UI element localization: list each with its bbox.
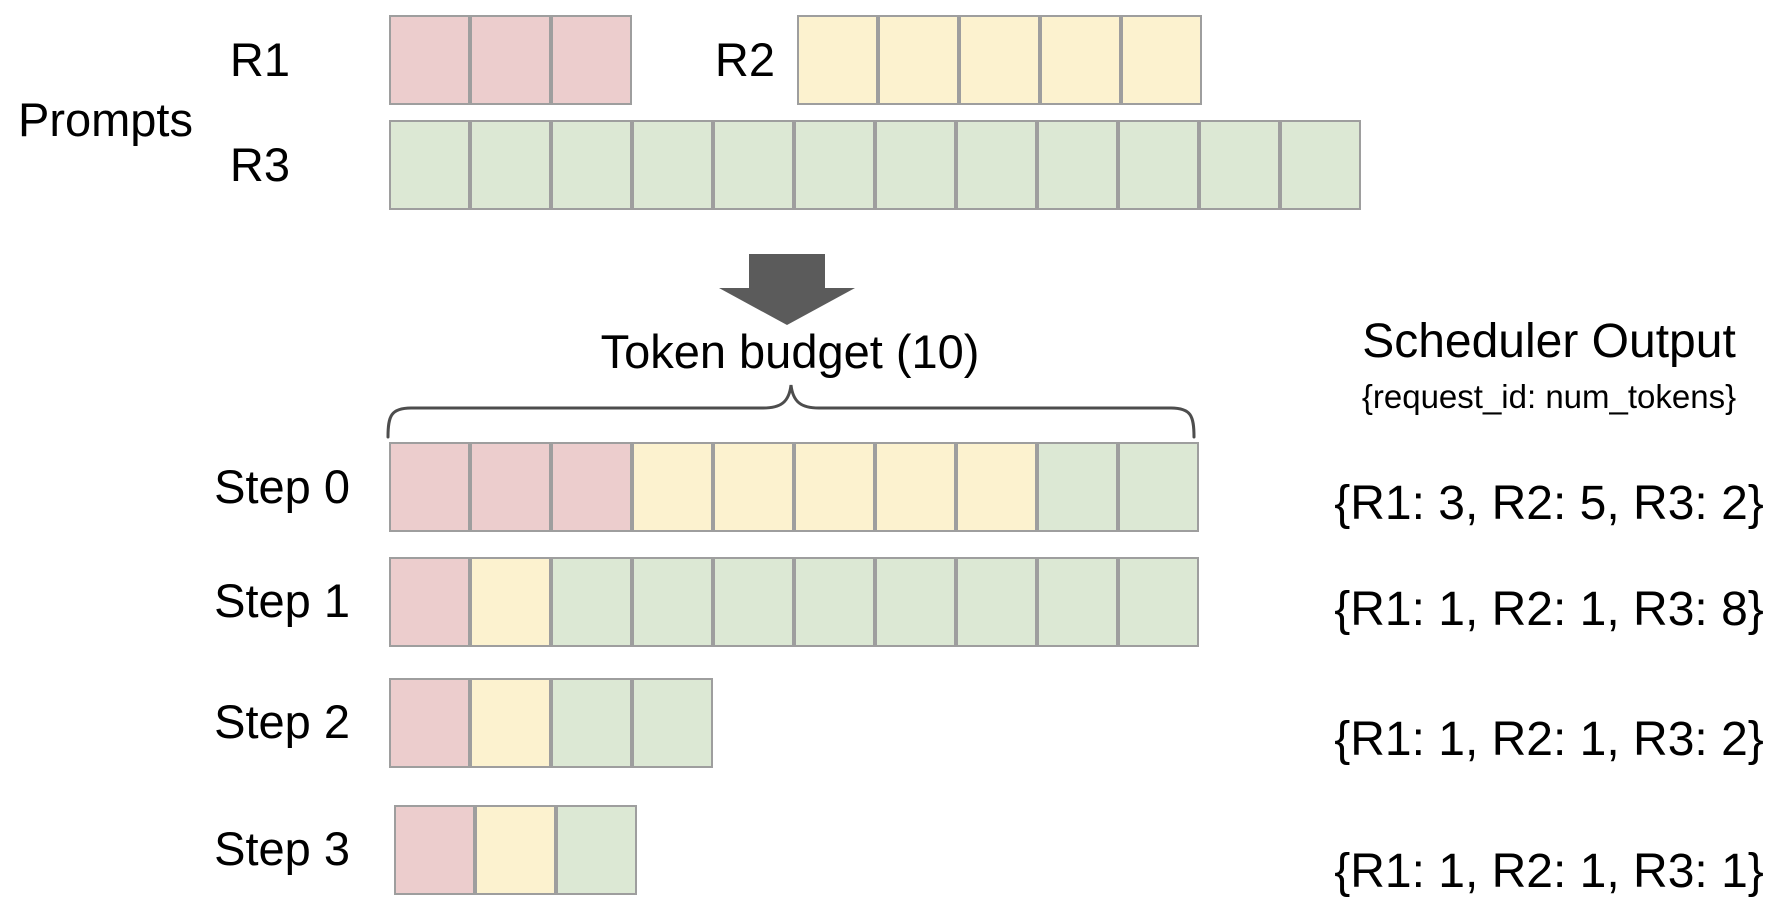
step-row-3 [394,805,637,895]
token-cell-r3 [875,557,956,647]
token-cell-r3 [1280,120,1361,210]
token-cell-r3 [632,678,713,768]
token-cell-r3 [794,557,875,647]
token-cell-r2 [797,15,878,105]
step-label-0: Step 0 [214,460,350,513]
prompt-row-r2 [797,15,1202,105]
token-cell-r3 [632,120,713,210]
token-cell-r3 [794,120,875,210]
token-cell-r3 [1199,120,1280,210]
token-cell-r3 [389,120,470,210]
step-label-1: Step 1 [214,574,350,627]
token-cell-r3 [632,557,713,647]
token-cell-r2 [794,442,875,532]
token-cell-r3 [556,805,637,895]
scheduler-output-step-2: {R1: 1, R2: 1, R3: 2} [1334,713,1764,766]
request-label-r2: R2 [714,33,775,86]
token-cell-r3 [1037,442,1118,532]
token-cell-r1 [389,15,470,105]
token-cell-r3 [1118,120,1199,210]
token-cell-r2 [1121,15,1202,105]
token-cell-r2 [878,15,959,105]
token-cell-r1 [389,557,470,647]
token-cell-r3 [713,120,794,210]
token-cell-r3 [1118,557,1199,647]
token-cell-r1 [470,15,551,105]
scheduler-output-step-0: {R1: 3, R2: 5, R3: 2} [1334,477,1764,530]
token-cell-r2 [475,805,556,895]
token-budget-label: Token budget (10) [600,325,980,378]
scheduler-output-subheading: {request_id: num_tokens} [1361,378,1737,415]
curly-brace [386,384,1196,439]
step-label-3: Step 3 [214,822,350,875]
token-cell-r2 [875,442,956,532]
token-cell-r3 [551,120,632,210]
token-cell-r1 [470,442,551,532]
step-row-0 [389,442,1199,532]
token-cell-r1 [389,678,470,768]
token-cell-r2 [470,557,551,647]
prompts-section-label: Prompts [18,93,193,146]
token-cell-r3 [1037,120,1118,210]
request-label-r1: R1 [229,33,290,86]
token-cell-r2 [470,678,551,768]
down-arrow-stem [749,254,825,289]
token-cell-r3 [956,120,1037,210]
step-row-2 [389,678,713,768]
token-cell-r1 [389,442,470,532]
request-label-r3: R3 [229,138,290,191]
token-cell-r3 [551,557,632,647]
scheduler-output-heading: Scheduler Output [1362,315,1736,368]
step-label-2: Step 2 [214,695,350,748]
token-cell-r2 [632,442,713,532]
token-cell-r3 [1037,557,1118,647]
token-cell-r3 [470,120,551,210]
prompt-row-r3 [389,120,1361,210]
token-cell-r1 [394,805,475,895]
token-cell-r3 [1118,442,1199,532]
token-cell-r3 [875,120,956,210]
down-arrow-head [719,288,855,325]
token-cell-r3 [551,678,632,768]
token-cell-r2 [956,442,1037,532]
token-cell-r1 [551,15,632,105]
prompt-row-r1 [389,15,632,105]
token-cell-r3 [713,557,794,647]
step-row-1 [389,557,1199,647]
token-cell-r2 [1040,15,1121,105]
token-cell-r2 [959,15,1040,105]
scheduler-output-step-1: {R1: 1, R2: 1, R3: 8} [1334,583,1764,636]
token-cell-r2 [713,442,794,532]
token-cell-r1 [551,442,632,532]
token-cell-r3 [956,557,1037,647]
scheduler-output-step-3: {R1: 1, R2: 1, R3: 1} [1334,845,1764,898]
